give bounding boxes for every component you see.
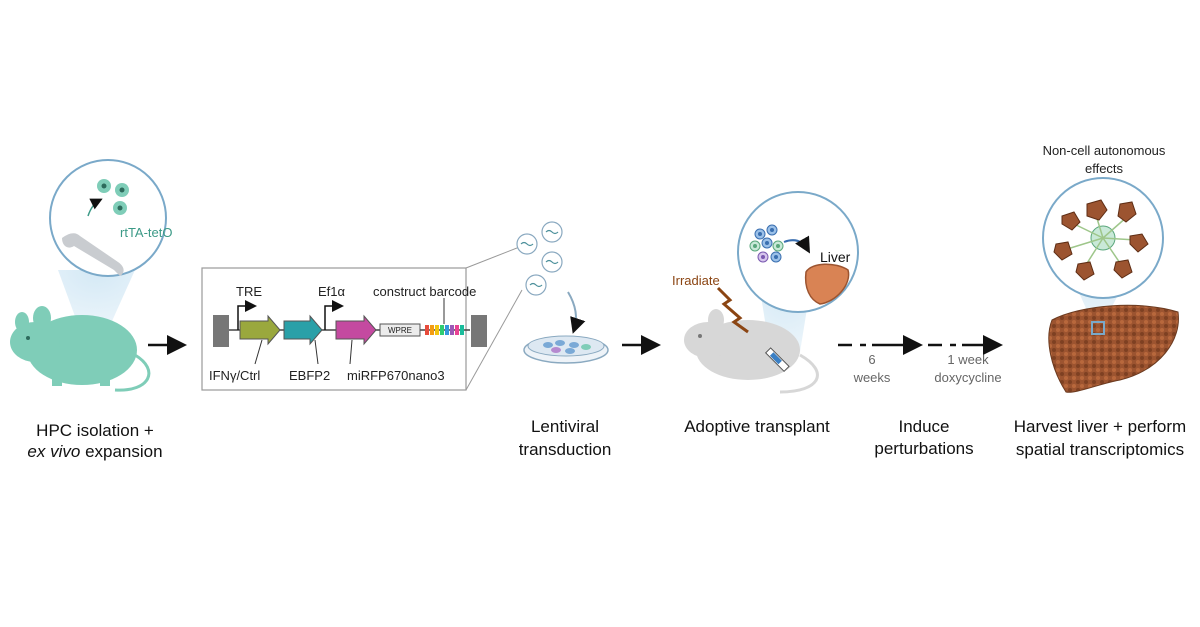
ifn-gene-arrow xyxy=(239,314,281,346)
induce-step-label-1: Induce xyxy=(898,417,949,436)
induce-step-label-2: perturbations xyxy=(874,439,973,458)
ltr-right xyxy=(471,315,487,347)
transplant-step-label: Adoptive transplant xyxy=(684,417,830,436)
ifn-ctrl-label: IFNγ/Ctrl xyxy=(209,368,260,383)
timeline: 6 weeks 1 week doxycycline xyxy=(838,335,1003,385)
non-cell-label-2: effects xyxy=(1085,161,1124,176)
mirfp-gene-arrow xyxy=(335,314,377,346)
tre-label: TRE xyxy=(236,284,262,299)
hpc-step-italic: ex vivo xyxy=(27,442,80,461)
hpc-step-rest: expansion xyxy=(80,442,162,461)
duration-1-a: 6 xyxy=(868,352,875,367)
liver-label: Liver xyxy=(820,249,851,265)
liver-icon xyxy=(804,263,850,305)
roi-square xyxy=(1091,321,1105,335)
wpre-label: WPRE xyxy=(388,326,412,335)
hpc-cells-icon xyxy=(97,179,129,215)
harvest-step-label-1: Harvest liver + perform xyxy=(1014,417,1186,436)
lightning-icon xyxy=(716,286,749,334)
bone-icon xyxy=(62,233,124,276)
hpc-mouse-group: rtTA-tetO xyxy=(10,159,172,392)
ef1a-label: Ef1α xyxy=(318,284,346,299)
ef1a-promoter-icon xyxy=(324,300,344,330)
ltr-left xyxy=(213,315,229,347)
teal-mouse-icon xyxy=(10,306,151,392)
tre-promoter-icon xyxy=(237,300,257,330)
mirfp-label: miRFP670nano3 xyxy=(347,368,445,383)
wpre-box xyxy=(379,323,421,337)
barcode-label: construct barcode xyxy=(373,284,476,299)
ebfp2-label: EBFP2 xyxy=(289,368,330,383)
harvested-liver-icon xyxy=(1048,304,1179,393)
lenti-step-label-2: transduction xyxy=(519,440,612,459)
non-cell-label-1: Non-cell autonomous xyxy=(1043,143,1166,158)
duration-2-b: doxycycline xyxy=(934,370,1001,385)
duration-2-a: 1 week xyxy=(947,352,989,367)
irradiate-label: Irradiate xyxy=(672,273,720,288)
duration-1-b: weeks xyxy=(853,370,891,385)
liver-cells-icon xyxy=(1053,199,1149,281)
harvest-step-label-2: spatial transcriptomics xyxy=(1016,440,1184,459)
lentivirus-group xyxy=(516,221,609,364)
grey-mouse-icon xyxy=(684,309,819,394)
transplant-group: Irradiate Liver xyxy=(672,191,859,394)
lenti-step-label-1: Lentiviral xyxy=(531,417,599,436)
ebfp2-gene-arrow xyxy=(283,314,323,346)
syringe-icon xyxy=(764,347,790,373)
construct-diagram: WPRE TRE Ef1α construct barcode IFNγ/Ctr… xyxy=(201,245,523,391)
rtta-teto-label: rtTA-tetO xyxy=(120,225,172,240)
hpc-step-label-2: ex vivo expansion xyxy=(27,442,162,461)
barcode-stripes xyxy=(425,325,464,335)
lens-beam xyxy=(58,270,135,330)
hpc-step-label-1: HPC isolation + xyxy=(36,421,154,440)
transplant-cells-icon xyxy=(749,224,784,263)
harvest-group: Non-cell autonomous effects xyxy=(1042,143,1179,393)
